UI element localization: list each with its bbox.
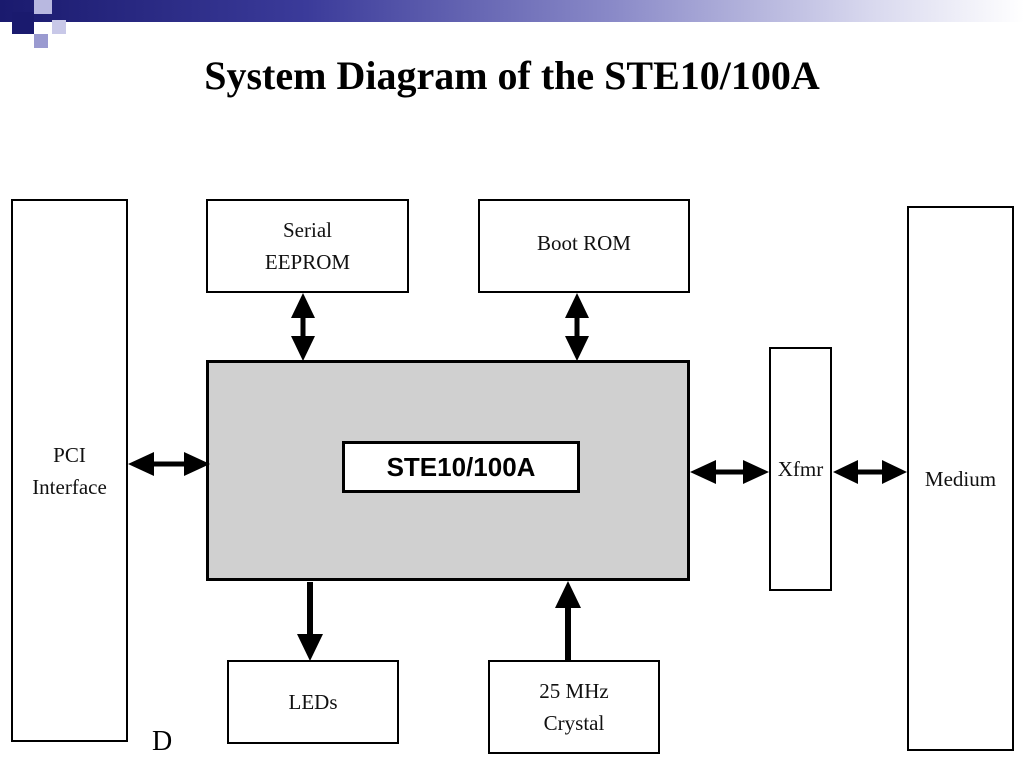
arrow-chip-xfmr — [690, 460, 769, 484]
slide-title: System Diagram of the STE10/100A — [204, 53, 820, 98]
arrow-pci-chip — [128, 452, 210, 476]
xfmr-label: Xfmr — [777, 457, 824, 481]
arrow-crystal-chip — [555, 581, 581, 660]
medium-box: Medium — [907, 206, 1014, 751]
leds-box: LEDs — [227, 660, 399, 744]
crystal-label: 25 MHz Crystal — [539, 679, 609, 735]
header-square-decoration — [34, 0, 52, 14]
serial-eeprom-label: Serial EEPROM — [264, 218, 351, 274]
header-square-decoration — [12, 12, 34, 34]
pci-interface-label: PCI Interface — [32, 442, 107, 499]
serial-eeprom-box: Serial EEPROM — [206, 199, 409, 293]
ste10-chip-label: STE10/100A — [342, 441, 580, 493]
pci-interface-box: PCI Interface — [11, 199, 128, 742]
arrow-eeprom-chip — [291, 293, 315, 361]
header-square-decoration — [52, 20, 66, 34]
header-square-decoration — [34, 34, 48, 48]
leds-label: LEDs — [288, 690, 338, 714]
medium-label: Medium — [924, 466, 997, 491]
arrow-xfmr-medium — [833, 460, 907, 484]
arrow-chip-leds — [297, 582, 323, 661]
boot-rom-label: Boot ROM — [537, 231, 631, 255]
header-gradient-bar — [0, 0, 1024, 22]
xfmr-box: Xfmr — [769, 347, 832, 591]
footer-letter: D — [152, 726, 173, 757]
arrow-bootrom-chip — [565, 293, 589, 361]
boot-rom-box: Boot ROM — [478, 199, 690, 293]
crystal-box: 25 MHz Crystal — [488, 660, 660, 754]
